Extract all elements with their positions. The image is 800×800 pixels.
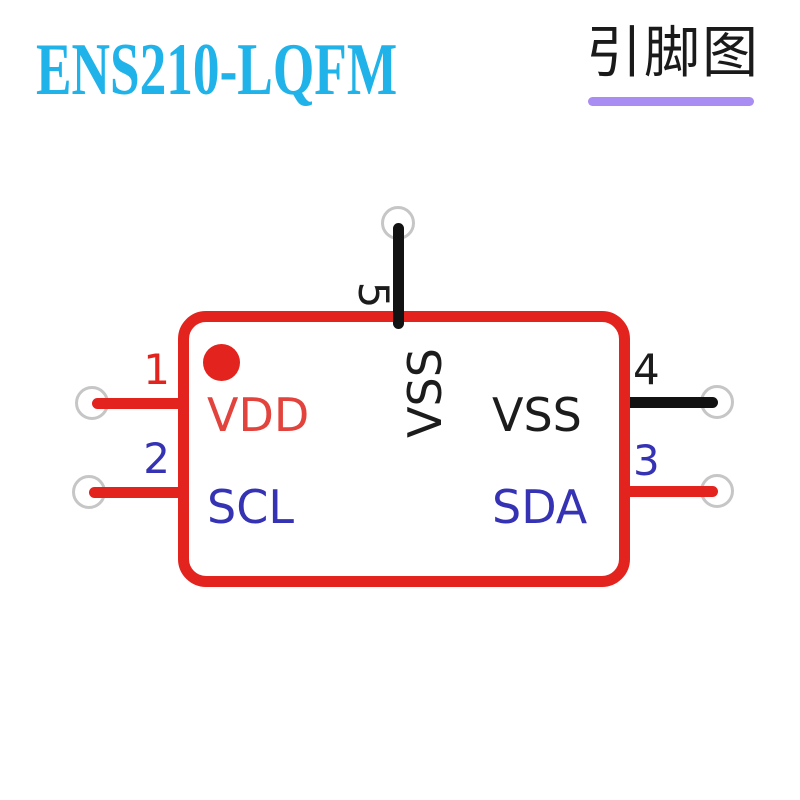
pin-3-number: 3 (633, 436, 660, 485)
pin-5-wire (393, 223, 404, 329)
diagram-type-heading: 引脚图 (586, 21, 760, 86)
pin-2-number: 2 (143, 434, 170, 483)
pin-4-number: 4 (633, 345, 660, 394)
pin-3-label-sda: SDA (492, 480, 588, 534)
pin-5-label-vss: VSS (398, 348, 452, 438)
pin-1-marker-dot (203, 344, 240, 381)
pin-2-label-scl: SCL (207, 480, 294, 534)
pin-2-wire (89, 487, 184, 498)
chip-body (178, 311, 630, 587)
pin-1-wire (92, 398, 184, 409)
part-number-title: ENS210-LQFM (36, 29, 398, 111)
pin-5-number: 5 (349, 281, 398, 309)
pin-1-number: 1 (143, 345, 170, 394)
pin-1-label-vdd: VDD (207, 388, 310, 442)
pin-4-wire (624, 397, 718, 408)
pin-3-wire (624, 486, 718, 497)
heading-underline (588, 97, 754, 106)
pin-4-label-vss: VSS (492, 388, 582, 442)
